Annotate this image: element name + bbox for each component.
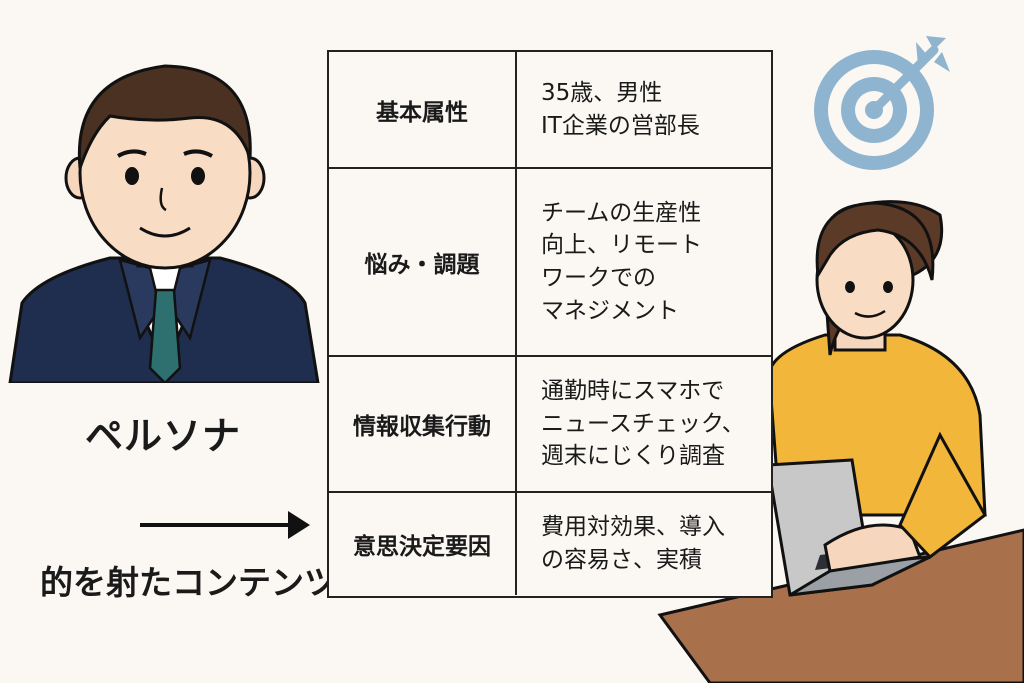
target-icon xyxy=(814,36,950,170)
table-row: 意思決定要因 費用対効果、導入 の容易さ、実積 xyxy=(329,493,771,595)
row-key: 基本属性 xyxy=(329,52,517,167)
table-row: 情報収集行動 通勤時にスマホで ニュースチェック、 週末にじくり調査 xyxy=(329,357,771,493)
table-row: 基本属性 35歳、男性 IT企業の営部長 xyxy=(329,52,771,169)
woman-at-laptop-illustration xyxy=(657,200,1024,683)
row-value: 費用対効果、導入 の容易さ、実積 xyxy=(541,514,725,573)
row-key: 悩み・調題 xyxy=(329,169,517,355)
persona-label: ペルソナ xyxy=(85,414,242,458)
right-arrow-icon xyxy=(140,511,310,539)
table-row: 悩み・調題 チームの生産性 向上、リモート ワークでの マネジメント xyxy=(329,169,771,357)
row-value: 35歳、男性 IT企業の営部長 xyxy=(541,79,700,139)
row-value: チームの生産性 向上、リモート ワークでの マネジメント xyxy=(541,199,702,324)
content-label: 的を射たコンテンツ xyxy=(40,563,337,602)
persona-attributes-table: 基本属性 35歳、男性 IT企業の営部長 悩み・調題 チームの生産性 向上、リモ… xyxy=(327,50,773,598)
row-key: 意思決定要因 xyxy=(329,493,517,595)
row-value: 通勤時にスマホで ニュースチェック、 週末にじくり調査 xyxy=(541,378,745,470)
row-key: 情報収集行動 xyxy=(329,357,517,491)
businessman-illustration xyxy=(8,64,320,383)
